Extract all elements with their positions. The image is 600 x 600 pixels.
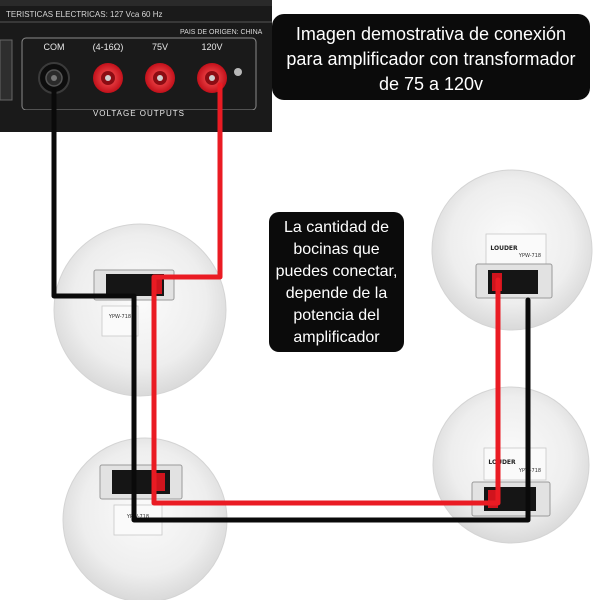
title-line-2: para amplificador con transformador: [286, 49, 576, 69]
terminal-4-16ohm: [93, 63, 123, 93]
note-line-5: potencia del: [293, 307, 380, 324]
speaker-top-right: LOUDER YPW-718: [431, 169, 593, 331]
speaker-model-label: YPW-718: [126, 514, 149, 520]
amplifier-origin-text: PAIS DE ORIGEN: CHINA: [180, 29, 263, 36]
note-line-3: puedes conectar,: [275, 263, 398, 280]
note-line-2: bocinas que: [293, 241, 380, 258]
red-wire: [151, 82, 501, 506]
terminal-label-4-16ohm: (4-16Ω): [93, 42, 124, 52]
title-callout: Imagen demostrativa de conexión para amp…: [272, 14, 590, 100]
terminal-label-com: COM: [44, 42, 65, 52]
terminal-label-120v: 120V: [201, 42, 222, 52]
speaker-model-label: YPW-718: [108, 314, 131, 320]
note-line-4: depende de la: [285, 285, 388, 302]
black-wire: [51, 87, 531, 523]
speaker-model-label: YPW-718: [518, 253, 541, 259]
note-callout: La cantidad de bocinas que puedes conect…: [269, 212, 404, 352]
speaker-brand-label: LOUDER: [488, 459, 516, 466]
voltage-outputs-label: VOLTAGE OUTPUTS: [93, 109, 185, 118]
terminal-75v: [145, 63, 175, 93]
amplifier-panel: TERISTICAS ELECTRICAS: 127 Vca 60 Hz PAI…: [0, 0, 272, 132]
title-line-3: de 75 a 120v: [378, 74, 484, 94]
terminal-label-75v: 75V: [152, 42, 168, 52]
title-line-1: Imagen demostrativa de conexión: [295, 24, 567, 44]
speaker-top-left: YPW-718: [53, 223, 227, 397]
amplifier-specs-text: TERISTICAS ELECTRICAS: 127 Vca 60 Hz: [6, 10, 163, 19]
speaker-brand-label: LOUDER: [490, 245, 518, 252]
note-line-1: La cantidad de: [284, 219, 389, 236]
note-line-6: amplificador: [293, 329, 380, 346]
